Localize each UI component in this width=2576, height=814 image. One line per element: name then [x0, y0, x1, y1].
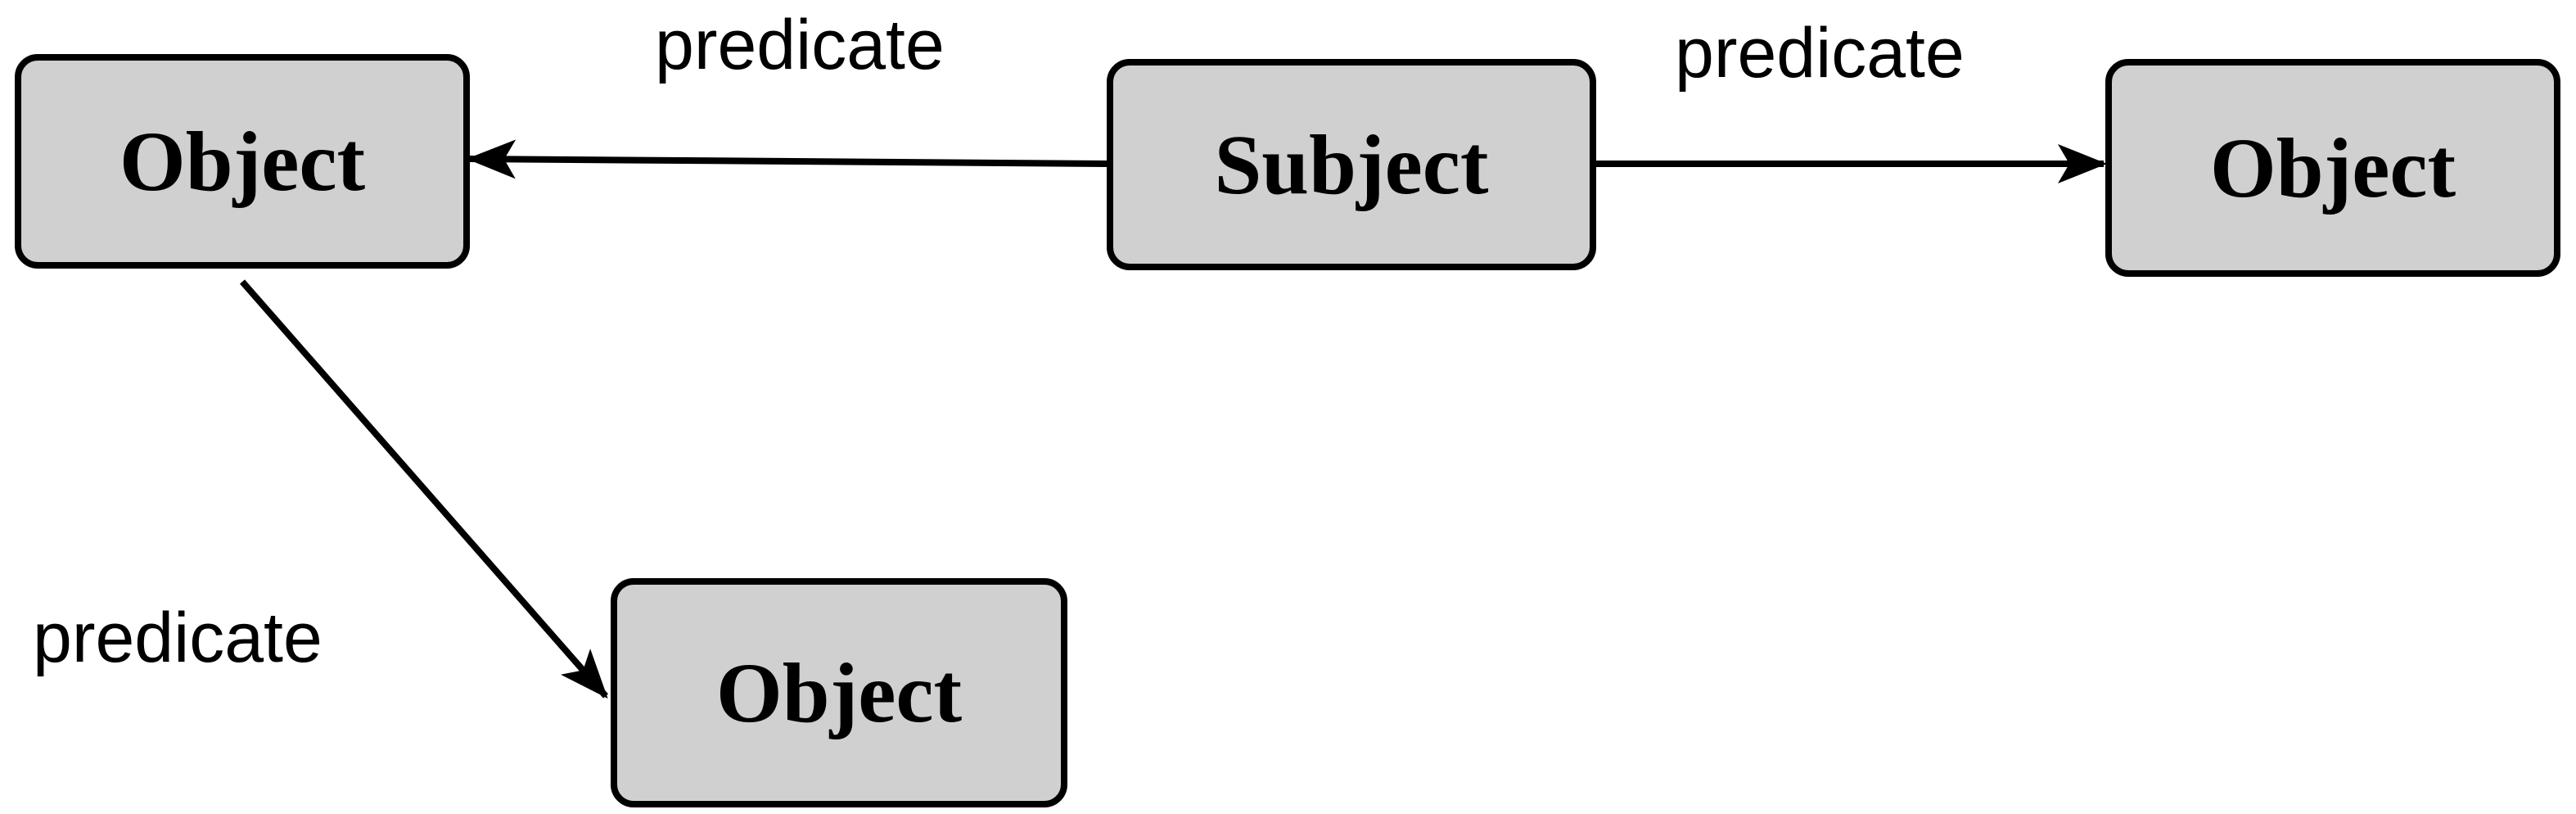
object-node-left: Object: [15, 54, 470, 269]
object-node-right-label: Object: [2209, 120, 2456, 215]
subject-node-label: Subject: [1214, 117, 1489, 212]
edge-label-subject-to-right: predicate: [1675, 14, 1965, 93]
edge-subject-to-object-left: [467, 139, 1108, 179]
edge-label-subject-to-left: predicate: [655, 6, 945, 84]
edge-label-left-to-bottom: predicate: [33, 599, 323, 677]
object-node-left-label: Object: [119, 114, 366, 209]
object-node-bottom: Object: [611, 578, 1067, 807]
object-node-right: Object: [2105, 59, 2560, 277]
object-node-bottom-label: Object: [715, 645, 963, 740]
edge-object-left-to-object-bottom: [239, 279, 609, 699]
subject-node: Subject: [1107, 59, 1596, 270]
